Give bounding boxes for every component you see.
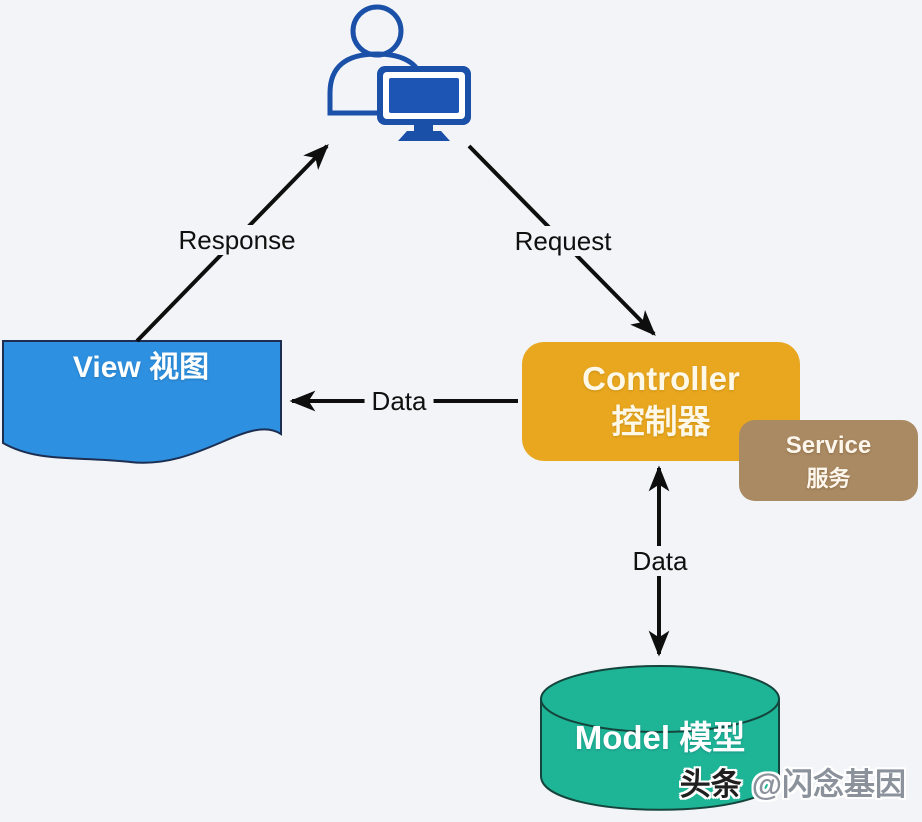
service-label-zh: 服务 xyxy=(806,466,851,491)
request-edge-label: Request xyxy=(507,226,619,256)
monitor-screen xyxy=(389,78,459,113)
data-model-edge-label: Data xyxy=(625,546,695,576)
model-node-label: Model 模型 xyxy=(541,716,779,760)
model-label-zh: 模型 xyxy=(679,719,746,756)
data-to-view-edge-label: Data xyxy=(364,386,434,416)
user-head-icon xyxy=(350,4,404,58)
controller-label-en: Controller xyxy=(582,360,740,397)
service-node: Service 服务 xyxy=(739,420,918,501)
watermark-brand: 头条 xyxy=(679,767,742,802)
view-label-zh: 视图 xyxy=(149,351,210,384)
monitor-stand-neck xyxy=(414,125,433,135)
view-label-en: View xyxy=(72,351,141,384)
controller-label-zh: 控制器 xyxy=(611,403,711,440)
service-label-en: Service xyxy=(785,432,872,459)
model-node-lid xyxy=(540,665,780,733)
monitor-stand-base xyxy=(398,131,450,141)
view-node-label: View 视图 xyxy=(2,347,280,388)
view-node-shape xyxy=(2,340,282,464)
watermark-handle: @闪念基因 xyxy=(751,767,906,802)
model-label-en: Model xyxy=(574,719,671,756)
watermark: 头条 @闪念基因 xyxy=(680,766,906,804)
user-with-monitor-icon xyxy=(327,4,471,141)
response-edge-label: Response xyxy=(171,225,303,255)
